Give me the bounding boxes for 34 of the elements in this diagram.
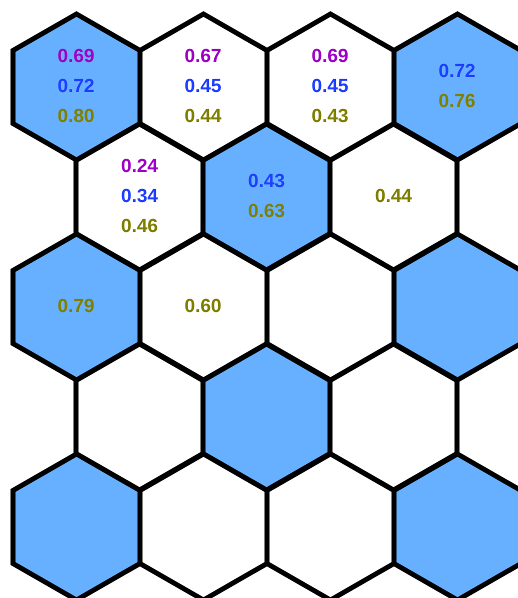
hexagon-tile (76, 344, 203, 490)
hexagon-tile (140, 234, 266, 380)
value-label: 0.69 (58, 45, 94, 69)
hexagon-tile (140, 454, 266, 598)
value-label: 0.44 (184, 105, 222, 129)
value-label: 0.72 (58, 75, 94, 99)
hexagon-tile (330, 124, 457, 270)
value-label: 0.80 (58, 105, 94, 129)
value-label: 0.34 (121, 185, 158, 209)
value-label: 0.45 (184, 75, 222, 99)
hexagon-tile (266, 454, 394, 598)
hexagon-tile (203, 344, 330, 490)
value-label: 0.79 (58, 295, 94, 319)
value-label: 0.76 (438, 90, 476, 114)
value-label: 0.69 (312, 45, 348, 69)
value-label: 0.60 (184, 295, 222, 319)
hexagon-tile (12, 454, 140, 598)
value-label: 0.44 (375, 185, 412, 209)
value-label: 0.24 (121, 155, 158, 179)
hexagon-tile (266, 234, 394, 380)
hexagon-tile (394, 14, 518, 160)
hexagon-tile (330, 344, 457, 490)
value-label: 0.67 (184, 45, 222, 69)
value-label: 0.45 (312, 75, 348, 99)
hexagon-tile (394, 454, 518, 598)
hexagon-tile (394, 234, 518, 380)
hexagon-tile (12, 14, 140, 160)
value-label: 0.72 (438, 60, 476, 84)
hexagon-tile (12, 234, 140, 380)
value-label: 0.43 (312, 105, 348, 129)
value-label: 0.63 (248, 200, 285, 224)
value-label: 0.43 (248, 170, 285, 194)
value-label: 0.46 (121, 215, 158, 239)
hexagon-tile (203, 124, 330, 270)
